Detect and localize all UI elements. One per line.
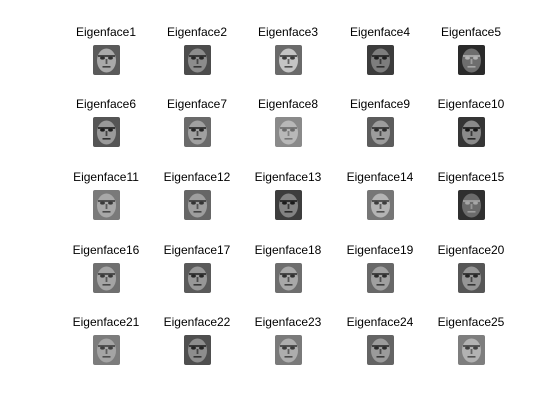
eigenface-title: Eigenface16 (72, 243, 140, 257)
eigenface-title: Eigenface10 (437, 97, 505, 111)
eigenface-panel: Eigenface22 (152, 315, 242, 385)
eigenface-image (367, 335, 394, 365)
eigenface-image (93, 335, 120, 365)
eigenface-panel: Eigenface3 (243, 25, 333, 95)
eigenface-title: Eigenface18 (254, 243, 322, 257)
eigenface-title: Eigenface9 (349, 97, 411, 111)
eigenface-title: Eigenface15 (437, 170, 505, 184)
eigenface-image (184, 263, 211, 293)
eigenface-panel: Eigenface23 (243, 315, 333, 385)
eigenface-image (367, 190, 394, 220)
eigenface-image (275, 263, 302, 293)
eigenface-panel: Eigenface25 (426, 315, 516, 385)
eigenface-panel: Eigenface10 (426, 97, 516, 167)
eigenface-image (367, 117, 394, 147)
eigenface-panel: Eigenface16 (61, 243, 151, 313)
eigenface-title: Eigenface8 (257, 97, 319, 111)
eigenface-image (184, 117, 211, 147)
eigenface-title: Eigenface25 (437, 315, 505, 329)
eigenface-title: Eigenface5 (440, 25, 502, 39)
eigenface-panel: Eigenface19 (335, 243, 425, 313)
eigenface-title: Eigenface20 (437, 243, 505, 257)
eigenface-image (184, 335, 211, 365)
eigenface-title: Eigenface24 (346, 315, 414, 329)
eigenface-image (458, 263, 485, 293)
eigenface-panel: Eigenface24 (335, 315, 425, 385)
eigenface-panel: Eigenface15 (426, 170, 516, 240)
eigenface-image (367, 45, 394, 75)
eigenface-panel: Eigenface20 (426, 243, 516, 313)
eigenface-title: Eigenface12 (163, 170, 231, 184)
eigenface-image (93, 263, 120, 293)
eigenface-image (184, 190, 211, 220)
eigenface-image (93, 190, 120, 220)
eigenface-image (458, 190, 485, 220)
eigenface-title: Eigenface23 (254, 315, 322, 329)
eigenface-image (93, 117, 120, 147)
eigenface-panel: Eigenface2 (152, 25, 242, 95)
eigenface-image (275, 190, 302, 220)
eigenface-title: Eigenface17 (163, 243, 231, 257)
eigenface-title: Eigenface14 (346, 170, 414, 184)
eigenface-panel: Eigenface1 (61, 25, 151, 95)
eigenface-panel: Eigenface12 (152, 170, 242, 240)
eigenface-panel: Eigenface7 (152, 97, 242, 167)
eigenface-image (458, 335, 485, 365)
eigenface-image (367, 263, 394, 293)
eigenface-panel: Eigenface13 (243, 170, 333, 240)
eigenface-image (275, 335, 302, 365)
eigenface-title: Eigenface3 (257, 25, 319, 39)
eigenface-title: Eigenface13 (254, 170, 322, 184)
eigenface-title: Eigenface6 (75, 97, 137, 111)
eigenface-title: Eigenface7 (166, 97, 228, 111)
eigenface-panel: Eigenface4 (335, 25, 425, 95)
eigenface-panel: Eigenface14 (335, 170, 425, 240)
eigenface-panel: Eigenface6 (61, 97, 151, 167)
eigenface-panel: Eigenface8 (243, 97, 333, 167)
eigenface-image (458, 45, 485, 75)
eigenface-title: Eigenface1 (75, 25, 137, 39)
eigenface-image (275, 117, 302, 147)
eigenface-image (458, 117, 485, 147)
eigenface-title: Eigenface11 (73, 170, 139, 184)
eigenface-title: Eigenface2 (166, 25, 228, 39)
eigenface-panel: Eigenface21 (61, 315, 151, 385)
eigenface-image (93, 45, 120, 75)
eigenface-image (275, 45, 302, 75)
eigenface-title: Eigenface21 (72, 315, 140, 329)
eigenface-title: Eigenface4 (349, 25, 411, 39)
eigenface-title: Eigenface19 (346, 243, 414, 257)
eigenface-image (184, 45, 211, 75)
eigenface-panel: Eigenface5 (426, 25, 516, 95)
eigenface-panel: Eigenface17 (152, 243, 242, 313)
eigenface-panel: Eigenface18 (243, 243, 333, 313)
eigenface-panel: Eigenface11 (61, 170, 151, 240)
eigenface-panel: Eigenface9 (335, 97, 425, 167)
eigenface-title: Eigenface22 (163, 315, 231, 329)
